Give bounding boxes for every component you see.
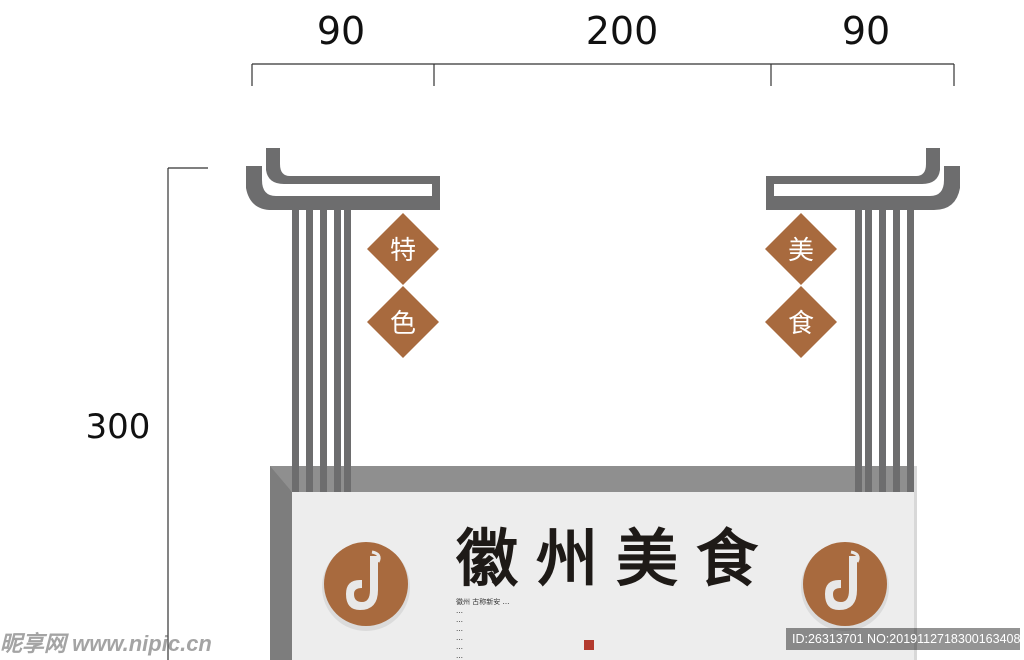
diamond: [765, 286, 837, 358]
body-line: …: [456, 616, 463, 624]
rod: [292, 210, 299, 492]
banner-char: 食: [788, 309, 814, 339]
board-side: [270, 466, 292, 660]
dim-center-width: 200: [586, 9, 659, 53]
board-top: [270, 466, 914, 492]
banner-char: 特: [390, 236, 416, 266]
seal-icon: [584, 640, 594, 650]
watermark-id: ID:26313701 NO:20191127183001634086: [786, 628, 1024, 650]
body-line: …: [456, 643, 463, 651]
diamond: [367, 286, 439, 358]
hook-logo-icon: [322, 542, 410, 631]
body-line: …: [456, 625, 463, 633]
rod: [334, 210, 341, 492]
right-bracket: [766, 148, 960, 492]
dim-left-width: 90: [317, 9, 365, 53]
body-line: …: [456, 634, 463, 642]
banner-char: 美: [788, 236, 814, 266]
banner-char: 色: [390, 309, 416, 339]
dim-right-width: 90: [842, 9, 890, 53]
body-line: …: [456, 607, 463, 615]
left-banner: 特 色: [367, 213, 439, 358]
dimension-lines: [167, 63, 955, 660]
rod: [344, 210, 351, 492]
sign-body: 徽州 古称新安 … … … … … … …: [456, 597, 509, 660]
left-bracket: [246, 148, 440, 492]
rod: [320, 210, 327, 492]
right-banner: 美 食: [765, 213, 837, 358]
diamond: [367, 213, 439, 285]
diamond: [765, 213, 837, 285]
body-line: …: [456, 652, 463, 660]
hook-logo-icon: [801, 542, 889, 631]
sign-title: 徽州美食: [455, 522, 776, 595]
watermark-left: 昵享网 www.nipic.cn: [0, 631, 212, 656]
rod: [306, 210, 313, 492]
dim-height: 300: [86, 407, 151, 447]
body-line: 徽州 古称新安 …: [456, 597, 509, 606]
